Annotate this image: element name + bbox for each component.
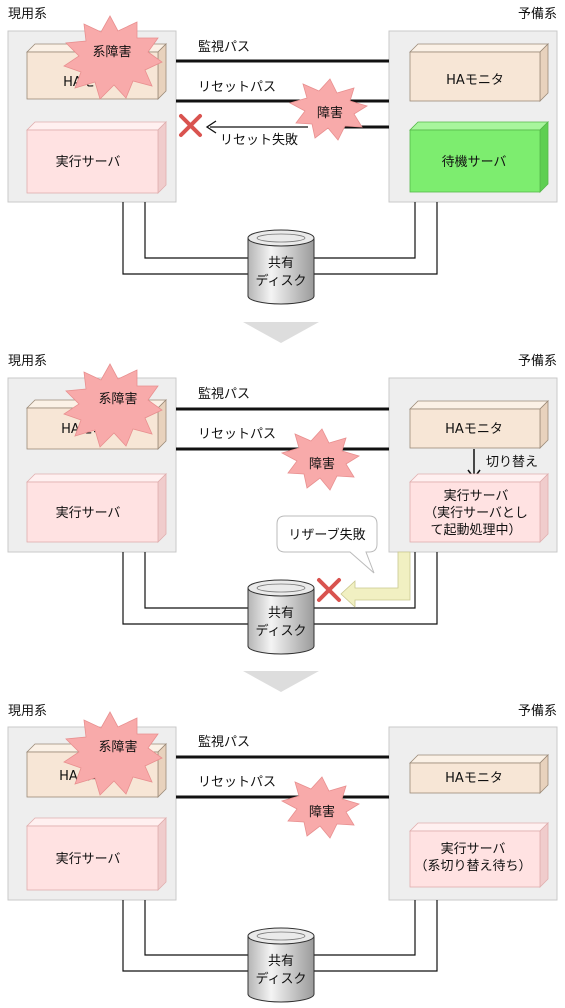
shared-disk: 共有 ディスク <box>247 579 315 655</box>
execution-server-label: 実行サーバ <box>56 505 121 521</box>
active-system-label: 現用系 <box>8 7 47 22</box>
system-fault-burst: 系障害 <box>63 15 163 100</box>
disk-label-line1: 共有 <box>268 954 294 969</box>
ha-monitor-label: HAモニタ <box>446 73 504 88</box>
system-fault-burst: 系障害 <box>63 363 163 448</box>
server-label-line3: て起動処理中） <box>430 523 521 538</box>
standby-disk-wire-outer <box>314 552 438 625</box>
shared-disk: 共有 ディスク <box>247 229 315 305</box>
disk-label-line1: 共有 <box>268 606 294 621</box>
ha-monitor-label: HAモニタ <box>445 422 503 437</box>
system-fault-burst: 系障害 <box>63 711 163 796</box>
active-disk-wire-outer <box>122 202 248 275</box>
server-label-line2: （実行サーバとし <box>424 505 528 521</box>
monitor-path-label: 監視パス <box>198 39 250 55</box>
reset-path-label: リセットパス <box>198 80 276 95</box>
transition-arrow-2 <box>243 671 319 692</box>
active-execution-server: 実行サーバ <box>26 473 167 543</box>
server-label-line1: 実行サーバ <box>444 488 509 504</box>
reserve-attempt-arrow <box>340 551 411 608</box>
active-disk-wire-outer <box>122 552 248 625</box>
active-execution-server: 実行サーバ <box>26 817 167 891</box>
active-disk-wire-inner <box>144 202 248 259</box>
standby-server: 待機サーバ <box>409 121 549 193</box>
server-label-line2: （系切り替え待ち） <box>414 859 531 874</box>
reset-path-label: リセットパス <box>198 775 276 790</box>
standby-disk-wire-outer <box>314 900 438 972</box>
standby-disk-wire-inner <box>314 900 416 956</box>
path-fault-burst: 障害 <box>280 776 360 839</box>
active-disk-wire-inner <box>144 552 248 609</box>
panel-3: 現用系 予備系 HAモニタ 系障害 実行サーバ HAモニタ <box>7 703 558 1003</box>
standby-disk-wire-inner <box>314 202 416 259</box>
standby-disk-wire-outer <box>314 202 438 275</box>
execution-server-label: 実行サーバ <box>56 154 121 170</box>
reset-fail-arrowhead <box>205 120 217 134</box>
active-system-label: 現用系 <box>8 354 47 369</box>
reserve-fail-label: リザーブ失敗 <box>288 527 365 543</box>
system-fault-label: 系障害 <box>98 739 137 755</box>
monitor-path-label: 監視パス <box>198 386 250 402</box>
standby-ha-monitor: HAモニタ <box>409 754 549 794</box>
panel-2: 現用系 予備系 HAモニタ 系障害 実行サーバ HAモニタ <box>7 353 558 655</box>
reset-path-label: リセットパス <box>198 427 276 442</box>
standby-ha-monitor: HAモニタ <box>409 43 549 102</box>
transition-arrow-1 <box>243 322 319 343</box>
path-fault-burst: 障害 <box>288 78 368 141</box>
active-execution-server: 実行サーバ <box>26 121 167 194</box>
path-fault-burst: 障害 <box>280 428 360 491</box>
active-disk-wire-outer <box>122 900 248 972</box>
standby-execution-server: 実行サーバ （系切り替え待ち） <box>409 822 549 888</box>
standby-system-label: 予備系 <box>518 703 557 719</box>
disk-label-line2: ディスク <box>255 273 306 289</box>
disk-label-line2: ディスク <box>255 971 306 987</box>
active-disk-wire-inner <box>144 900 248 956</box>
standby-system-label: 予備系 <box>518 6 557 22</box>
server-label-line1: 実行サーバ <box>441 841 506 857</box>
fault-label: 障害 <box>309 804 335 820</box>
fault-label: 障害 <box>317 105 343 121</box>
standby-server-label: 待機サーバ <box>442 155 507 170</box>
standby-system-label: 予備系 <box>518 353 557 369</box>
standby-disk-wire-inner <box>314 552 416 609</box>
reserve-fail-callout: リザーブ失敗 <box>276 515 378 574</box>
fail-cross-icon <box>179 114 202 137</box>
disk-label-line1: 共有 <box>268 256 294 271</box>
disk-label-line2: ディスク <box>255 623 306 639</box>
panel-1: 現用系 予備系 HAモニタ 系障害 実行サーバ HAモニタ <box>7 6 558 305</box>
switch-label: 切り替え <box>486 455 538 470</box>
fail-cross-icon <box>317 578 341 602</box>
execution-server-label: 実行サーバ <box>56 851 121 867</box>
standby-ha-monitor: HAモニタ <box>409 400 549 449</box>
shared-disk: 共有 ディスク <box>247 927 315 1003</box>
standby-execution-server: 実行サーバ （実行サーバとし て起動処理中） <box>409 473 549 543</box>
active-system-label: 現用系 <box>8 704 47 719</box>
system-fault-label: 系障害 <box>98 391 137 407</box>
monitor-path-label: 監視パス <box>198 734 250 750</box>
system-fault-label: 系障害 <box>92 44 131 60</box>
reset-fail-label: リセット失敗 <box>220 133 298 148</box>
ha-monitor-label: HAモニタ <box>445 771 503 786</box>
fault-label: 障害 <box>309 456 335 472</box>
